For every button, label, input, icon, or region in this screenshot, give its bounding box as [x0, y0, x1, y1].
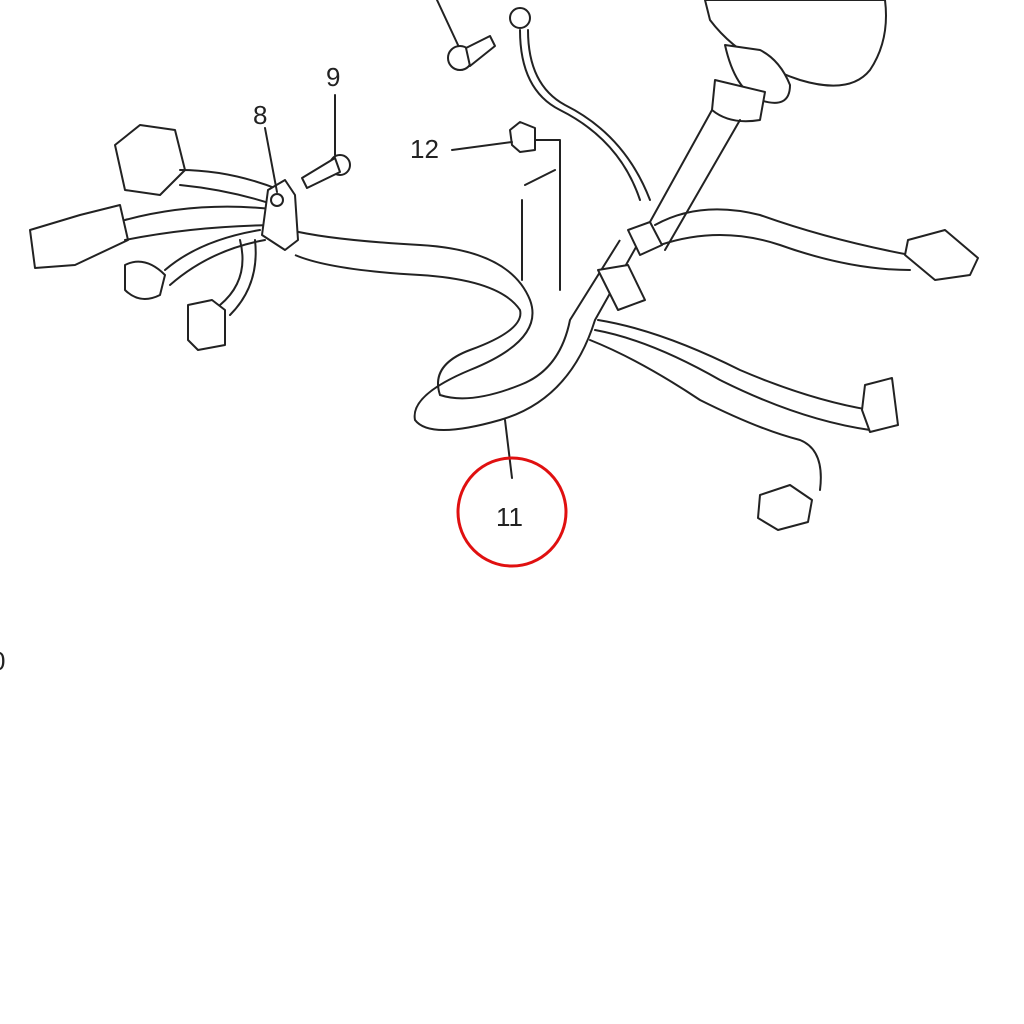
harness-clamps [597, 221, 663, 311]
callout-12: 12 [410, 134, 439, 164]
right-connectors [757, 229, 979, 531]
leader-12 [451, 141, 513, 151]
leader-8 [264, 127, 278, 193]
leader-11 [504, 419, 513, 479]
main-harness [289, 208, 911, 491]
ring-terminal [509, 7, 651, 201]
meter-unit [639, 0, 887, 251]
callout-8: 8 [253, 100, 267, 130]
bracket-8 [261, 179, 299, 251]
callout-edge-clipped: 0 [0, 646, 5, 676]
left-connectors [29, 124, 286, 351]
clip-12 [509, 121, 561, 291]
callout-11: 11 [496, 502, 523, 532]
bolt-top [436, 0, 496, 71]
screw-9 [301, 154, 351, 189]
highlight-circle-11 [456, 456, 568, 568]
callout-9: 9 [326, 62, 340, 92]
